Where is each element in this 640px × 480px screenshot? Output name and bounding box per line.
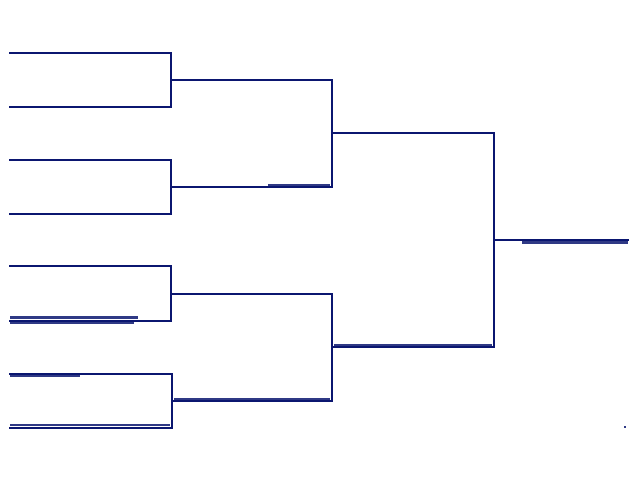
round-3 <box>331 132 495 348</box>
round-3-slot-2-mark <box>334 344 492 346</box>
round-1-slot-8-mark <box>10 424 170 426</box>
round-2-slot-2-mark <box>268 184 330 186</box>
round-2 <box>170 79 333 402</box>
round-1-slot-7-mark <box>10 375 80 377</box>
stray-dot <box>624 426 626 428</box>
round-1 <box>9 52 173 429</box>
round-1-slot-6-mark-lower <box>10 322 134 324</box>
round-2-slot-4-mark <box>174 398 330 400</box>
winner-slot-mark <box>522 239 628 244</box>
round-1-slot-6-mark <box>10 316 138 319</box>
entry-marks <box>10 184 628 428</box>
